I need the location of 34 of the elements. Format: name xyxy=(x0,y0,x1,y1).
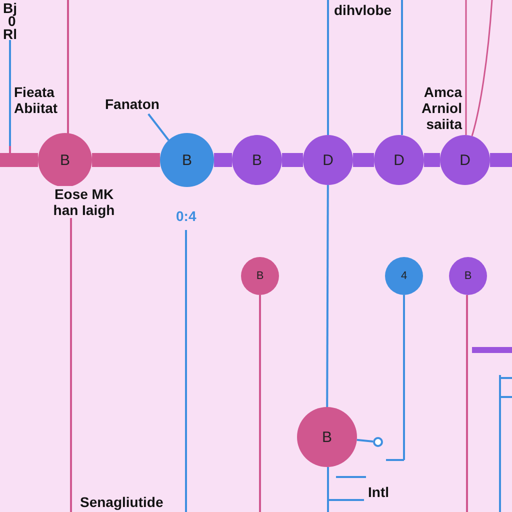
node-letter: B xyxy=(322,428,332,446)
connector-band xyxy=(353,153,374,167)
node-circle xyxy=(374,135,424,185)
text-label: 0:4 xyxy=(176,208,198,224)
node-circle xyxy=(385,257,423,295)
text-label: dihvlobe xyxy=(334,2,393,18)
connector-line xyxy=(326,185,329,407)
connector-band xyxy=(282,153,303,167)
node-circle xyxy=(232,135,282,185)
connector-band xyxy=(214,153,232,167)
text-label: Intl xyxy=(368,484,390,500)
node-circle xyxy=(303,135,353,185)
node-letter: 4 xyxy=(400,270,408,282)
node-circle xyxy=(449,257,487,295)
node-letter: B xyxy=(60,152,70,168)
node-letter: D xyxy=(322,152,334,168)
node-letter: B xyxy=(256,270,264,282)
connector-band xyxy=(92,153,160,167)
connector-line xyxy=(356,438,374,442)
connector-line xyxy=(148,113,170,141)
node-letter: B xyxy=(182,152,192,168)
node-circle xyxy=(241,257,279,295)
node-letter: D xyxy=(394,152,404,168)
node-letter: B xyxy=(252,152,262,168)
text-label: Rl xyxy=(3,26,18,42)
callout-text: Fanaton xyxy=(105,96,160,112)
node-circle xyxy=(160,133,214,187)
node-letter: B xyxy=(464,270,472,282)
node-letter: D xyxy=(460,152,470,168)
small-circle xyxy=(373,437,383,447)
connector-band xyxy=(424,153,440,167)
text-label: Senagliutide xyxy=(80,494,164,510)
text-label: Fieata Abiitat xyxy=(14,84,59,116)
node-circle xyxy=(440,135,490,185)
